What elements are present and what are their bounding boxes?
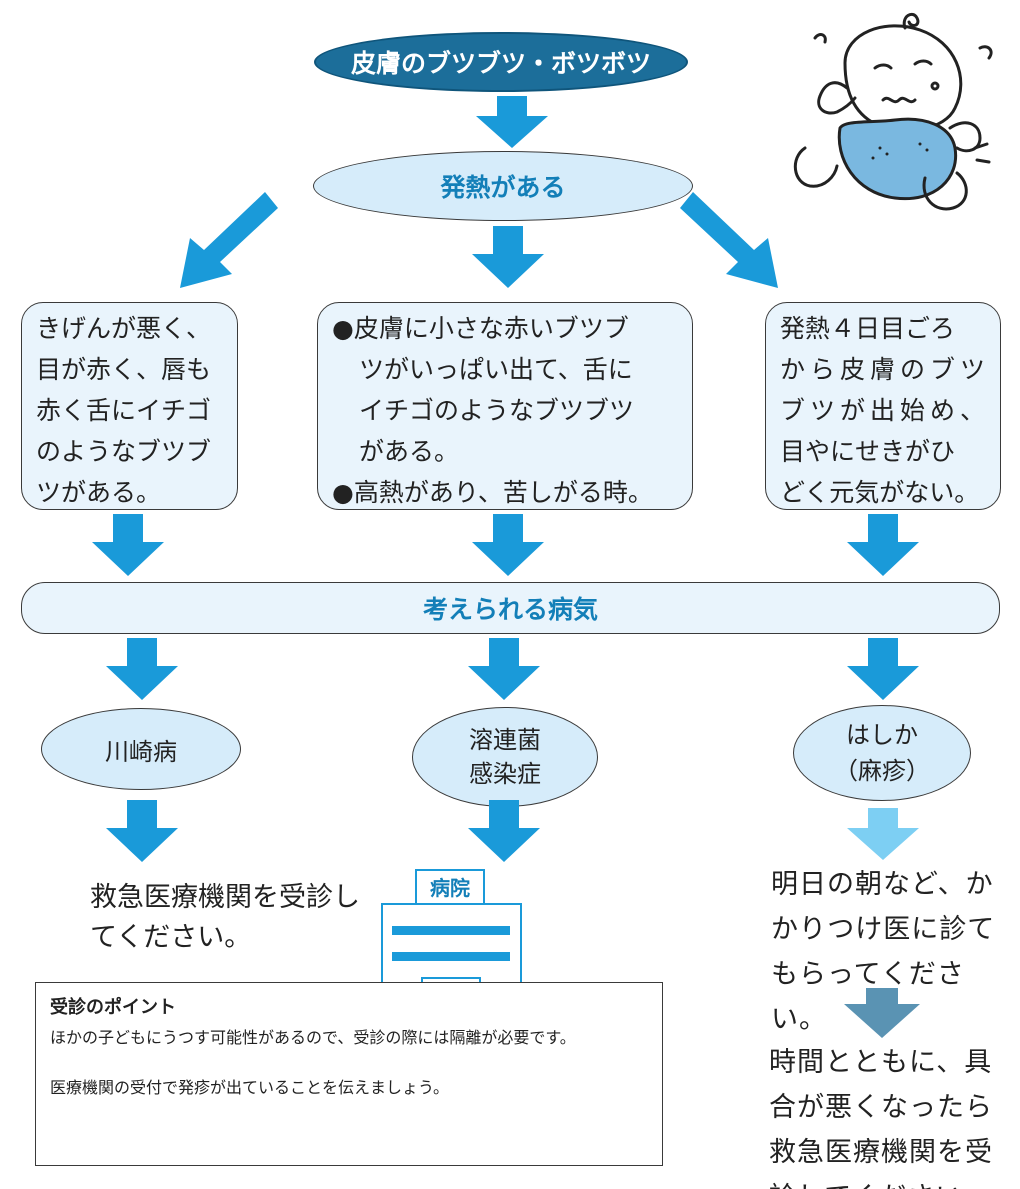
fever-oval: 発熱がある (313, 151, 693, 221)
clinic-instruction: 明日の朝など、か かりつけ医に診て もらってください。 (771, 862, 1006, 1042)
worse-line: 時間とともに、具 (769, 1047, 993, 1078)
symptom-line: ●皮膚に小さな赤いブツブ (332, 314, 629, 343)
symptom-line: きげんが悪く、 (36, 314, 212, 343)
disease-measles: はしか （麻疹） (793, 705, 971, 801)
symptom-line: 目やにせきがひ (780, 437, 956, 466)
arrow-down (847, 514, 919, 576)
arrow-down (468, 800, 540, 862)
clinic-line: もらってください。 (771, 959, 965, 1035)
arrow-down-dark (844, 988, 920, 1038)
symptom-line: イチゴのようなブツブツ (359, 396, 635, 425)
arrow-down (92, 514, 164, 576)
arrow-down (106, 638, 178, 700)
possible-diseases-bar: 考えられる病気 (21, 582, 1000, 634)
disease-label: 川崎病 (105, 737, 177, 766)
er-line: 救急医療機関を受診し (90, 882, 360, 913)
er-instruction: 救急医療機関を受診し てください。 (90, 878, 380, 958)
consultation-points-box: 受診のポイント ほかの子どもにうつす可能性があるので、受診の際には隔離が必要です… (35, 982, 663, 1166)
points-text: ほかの子どもにうつす可能性があるので、受診の際には隔離が必要です。 (50, 1028, 576, 1047)
symptom-line: ツがいっぱい出て、舌に (359, 355, 633, 384)
clinic-line: かりつけ医に診て (771, 914, 996, 945)
title-pill: 皮膚のブツブツ・ボツボツ (314, 32, 688, 92)
arrow-down (468, 638, 540, 700)
hospital-sign: 病院 (430, 875, 470, 900)
symptom-line: ●高熱があり、苦しがる時。 (332, 478, 653, 507)
itchy-baby-icon (794, 12, 993, 211)
arrow-down (472, 514, 544, 576)
er-line: てください。 (90, 922, 252, 953)
disease-label: （麻疹） (834, 757, 930, 785)
symptom-line: 発熱４日目ごろ (780, 314, 956, 343)
arrow-down-light (847, 808, 919, 860)
worse-line: 救急医療機関を受 (769, 1137, 993, 1168)
symptom-line: から皮膚のブツ (780, 355, 991, 384)
symptom-line: がある。 (359, 437, 460, 466)
arrow-down (847, 638, 919, 700)
disease-label: 溶連菌 (469, 726, 541, 754)
symptom-box-strep: ●皮膚に小さな赤いブツブ ツがいっぱい出て、舌に イチゴのようなブツブツ がある… (317, 302, 693, 510)
disease-kawasaki: 川崎病 (41, 708, 241, 790)
points-title: 受診のポイント (50, 997, 176, 1018)
symptom-line: ツがある。 (36, 478, 162, 507)
disease-strep: 溶連菌 感染症 (412, 707, 598, 807)
disease-label: はしか (846, 721, 918, 749)
arrow-down (476, 96, 548, 148)
clinic-line: 明日の朝など、か (771, 869, 994, 900)
symptom-line: どく元気がない。 (780, 478, 980, 507)
symptom-box-kawasaki: きげんが悪く、 目が赤く、唇も 赤く舌にイチゴ のようなブツブ ツがある。 (21, 302, 238, 510)
arrow-diagonal-left (180, 192, 278, 288)
worse-line: 合が悪くなったら (769, 1092, 993, 1123)
symptom-line: 目が赤く、唇も (36, 355, 212, 384)
symptom-line: ブツが出始め、 (780, 396, 991, 425)
symptom-box-measles: 発熱４日目ごろ から皮膚のブツ ブツが出始め、 目やにせきがひ どく元気がない。 (765, 302, 1001, 510)
disease-label: 感染症 (469, 760, 541, 788)
arrow-down (106, 800, 178, 862)
arrow-diagonal-right (680, 192, 778, 288)
arrow-down (472, 226, 544, 288)
points-text: 医療機関の受付で発疹が出ていることを伝えましょう。 (50, 1078, 450, 1097)
symptom-line: のようなブツブ (36, 437, 212, 466)
symptom-line: 赤く舌にイチゴ (36, 396, 212, 425)
